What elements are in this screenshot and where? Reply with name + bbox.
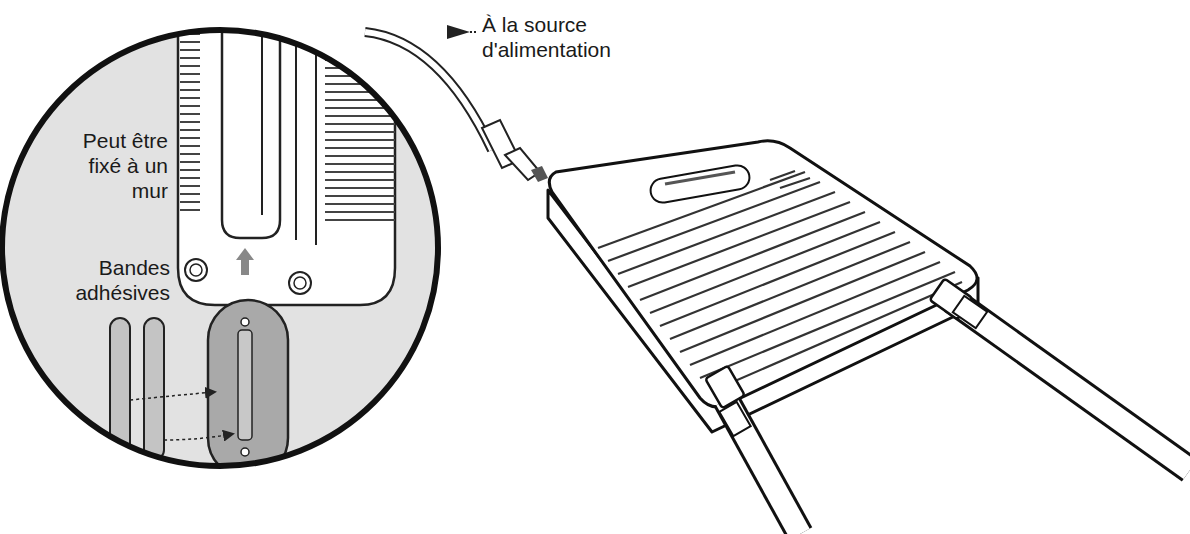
inset: [2, 0, 438, 478]
device: [548, 141, 1190, 534]
wall-mount-label: Peut être fixé à un mur: [52, 128, 168, 203]
power-label: À la source d'alimentation: [482, 12, 682, 62]
adhesive-label: Bandes adhésives: [58, 255, 170, 305]
